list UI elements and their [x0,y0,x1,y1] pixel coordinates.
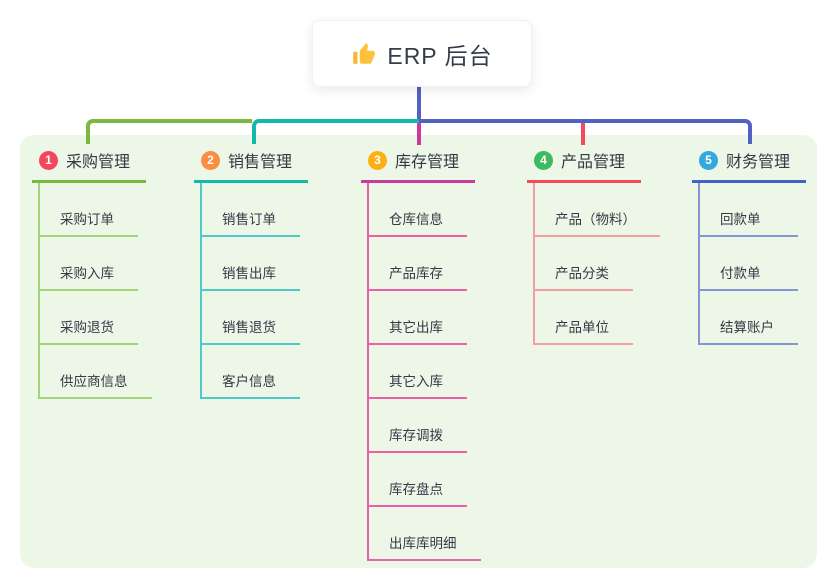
branch-node-finance[interactable]: 5 财务管理 [692,146,807,183]
branch-badge: 4 [534,150,553,170]
branch-node-sales[interactable]: 2 销售管理 [194,146,309,183]
mindmap-child-node[interactable]: 采购入库 [40,237,138,291]
thumbs-up-icon [351,41,377,67]
mindmap-child-node[interactable]: 其它入库 [369,345,467,399]
mindmap-child-node[interactable]: 其它出库 [369,291,467,345]
children-list: 采购订单采购入库采购退货供应商信息 [38,183,152,399]
children-list: 销售订单销售出库销售退货客户信息 [200,183,300,399]
mindmap-child-node[interactable]: 产品分类 [535,237,633,291]
mindmap-child-node[interactable]: 结算账户 [700,291,798,345]
mindmap-child-node[interactable]: 供应商信息 [40,345,152,399]
mindmap-child-node[interactable]: 销售订单 [202,183,300,237]
children-list: 回款单付款单结算账户 [698,183,798,345]
mindmap-child-node[interactable]: 采购订单 [40,183,138,237]
children-list: 仓库信息产品库存其它出库其它入库库存调拨库存盘点出库库明细 [367,183,481,561]
branch-node-purchase[interactable]: 1 采购管理 [32,146,147,183]
branch-purchase: 1 采购管理 采购订单采购入库采购退货供应商信息 [32,146,152,399]
branch-badge: 3 [368,150,387,170]
branch-label: 采购管理 [66,154,131,171]
mindmap-child-node[interactable]: 回款单 [700,183,798,237]
root-node[interactable]: ERP 后台 [312,20,532,87]
branch-finance: 5 财务管理 回款单付款单结算账户 [692,146,807,345]
mindmap-canvas-panel [20,135,817,568]
bus-segment-finance [419,119,752,144]
branch-label: 库存管理 [395,154,460,171]
bus-segment-sales [252,119,419,144]
mindmap-child-node[interactable]: 客户信息 [202,345,300,399]
drop-line-product [581,123,585,145]
branch-product: 4 产品管理 产品（物料）产品分类产品单位 [527,146,660,345]
branch-inventory: 3 库存管理 仓库信息产品库存其它出库其它入库库存调拨库存盘点出库库明细 [361,146,481,561]
mindmap-child-node[interactable]: 产品单位 [535,291,633,345]
children-list: 产品（物料）产品分类产品单位 [533,183,660,345]
branch-badge: 5 [699,150,718,170]
branch-label: 销售管理 [228,154,293,171]
root-node-title: ERP 后台 [387,42,493,69]
mindmap-child-node[interactable]: 采购退货 [40,291,138,345]
mindmap-child-node[interactable]: 销售出库 [202,237,300,291]
drop-line-inventory [417,123,421,145]
mindmap-child-node[interactable]: 仓库信息 [369,183,467,237]
branch-sales: 2 销售管理 销售订单销售出库销售退货客户信息 [194,146,309,399]
mindmap-child-node[interactable]: 付款单 [700,237,798,291]
mindmap-child-node[interactable]: 库存调拨 [369,399,467,453]
mindmap-child-node[interactable]: 库存盘点 [369,453,467,507]
branch-node-inventory[interactable]: 3 库存管理 [361,146,476,183]
mindmap-child-node[interactable]: 产品（物料） [535,183,660,237]
mindmap-child-node[interactable]: 产品库存 [369,237,467,291]
branch-label: 财务管理 [726,154,791,171]
branch-badge: 2 [201,150,220,170]
root-connector-line [417,85,421,120]
mindmap-child-node[interactable]: 销售退货 [202,291,300,345]
branch-node-product[interactable]: 4 产品管理 [527,146,642,183]
branch-label: 产品管理 [561,154,626,171]
branch-badge: 1 [39,150,58,170]
mindmap-child-node[interactable]: 出库库明细 [369,507,481,561]
bus-segment-purchase [86,119,252,144]
